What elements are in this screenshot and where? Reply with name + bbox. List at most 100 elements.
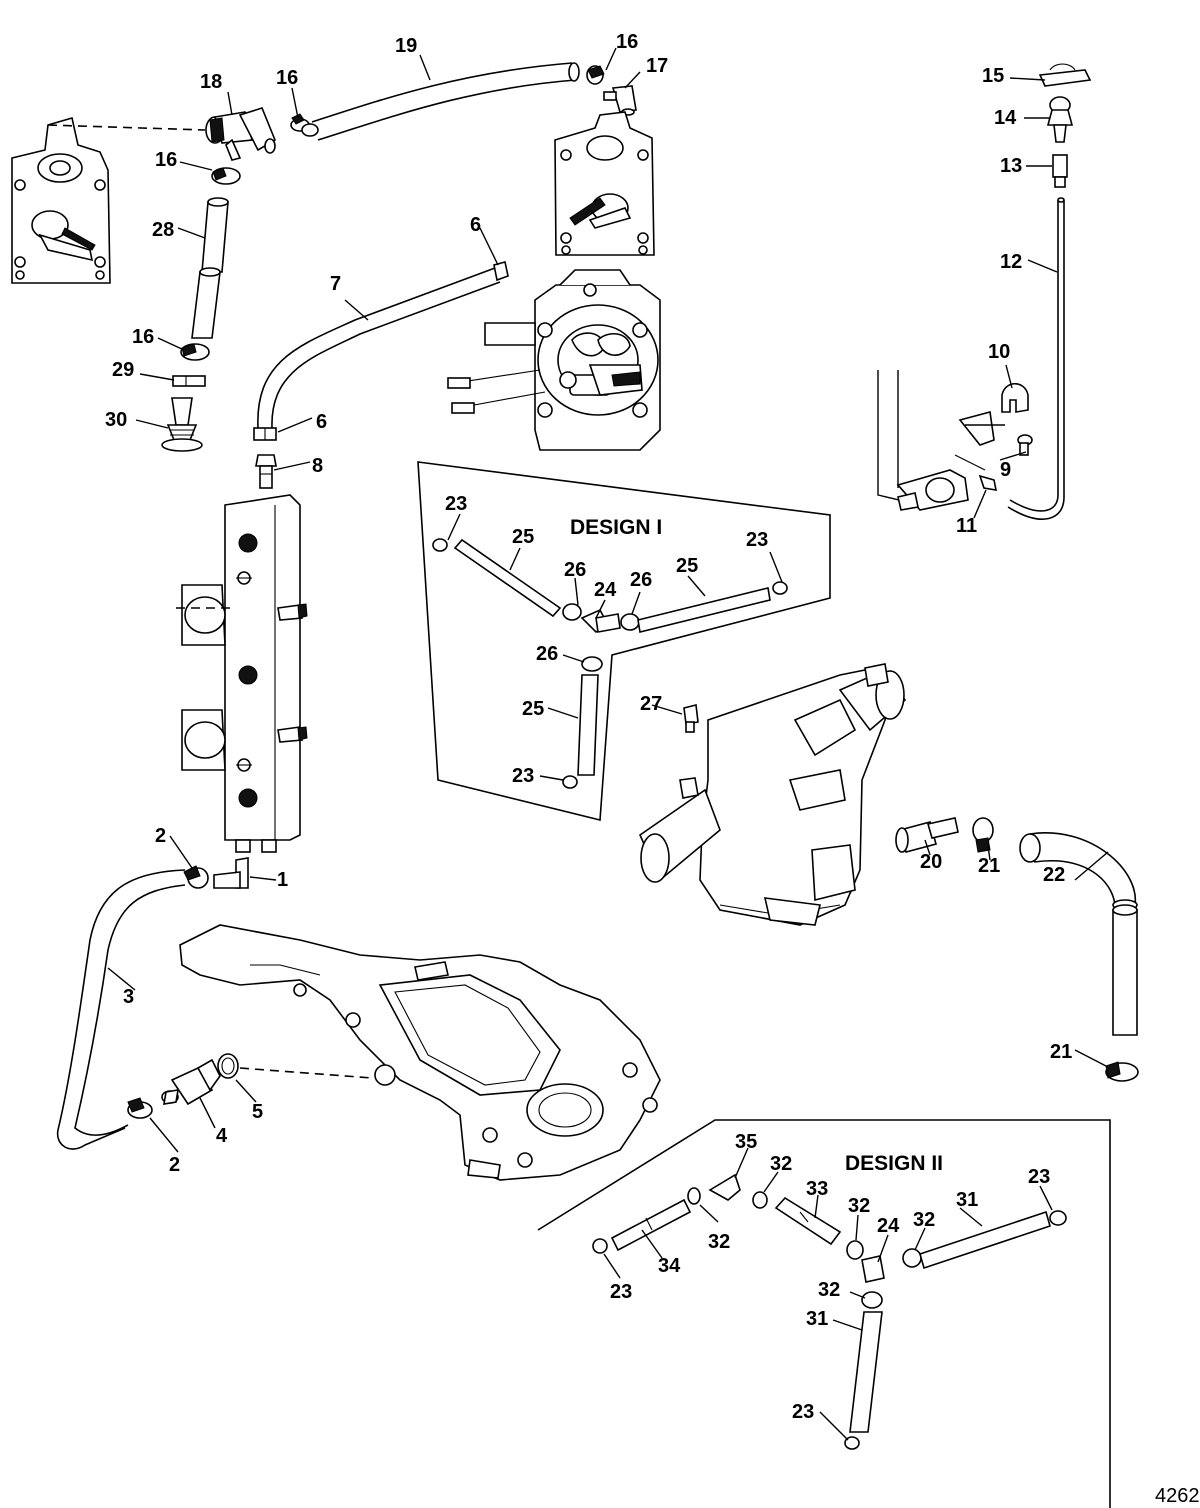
callout-10: 10 (988, 341, 1010, 363)
callout-6: 6 (316, 411, 327, 433)
elbow-fitting-1 (213, 857, 249, 889)
hose-clamp-21-bottom (1105, 1061, 1139, 1082)
hose-clamp-2-top (183, 865, 209, 889)
fitting-17 (603, 85, 637, 116)
callout-5: 5 (252, 1101, 263, 1123)
fitting-13 (1052, 154, 1068, 188)
callout-33: 33 (806, 1178, 828, 1200)
vapor-separator-bracket (877, 370, 1005, 511)
callout-7: 7 (330, 273, 341, 295)
cylinder-head-plate-right (554, 111, 655, 256)
callout-20: 20 (920, 851, 942, 873)
figure-id: 4262 (1155, 1485, 1200, 1507)
fitting-8 (255, 454, 277, 489)
fuel-rail-assembly (176, 494, 308, 853)
callout-3: 3 (123, 986, 134, 1008)
sensor-4 (161, 1058, 221, 1106)
adapter-plate (179, 924, 661, 1181)
callout-2: 2 (155, 825, 166, 847)
hose-clamp-16-c (211, 167, 241, 185)
o-ring-5 (217, 1053, 239, 1079)
callout-13: 13 (1000, 155, 1022, 177)
callout-30: 30 (105, 409, 127, 431)
design-2-label: DESIGN II (845, 1152, 943, 1175)
callout-16: 16 (276, 67, 298, 89)
callout-27: 27 (640, 693, 662, 715)
cylinder-head-plate-left (11, 116, 111, 284)
callout-21: 21 (1050, 1041, 1072, 1063)
callout-14: 14 (994, 107, 1017, 129)
callout-31: 31 (806, 1308, 828, 1330)
callout-18: 18 (200, 71, 222, 93)
callout-21: 21 (978, 855, 1000, 877)
callout-23: 23 (610, 1281, 632, 1303)
callout-4: 4 (216, 1125, 228, 1147)
callout-8: 8 (312, 455, 323, 477)
callout-23: 23 (1028, 1166, 1050, 1188)
design-2-frame (537, 1119, 1111, 1508)
callout-1: 1 (277, 869, 288, 891)
callout-26: 26 (536, 643, 558, 665)
fitting-6-bottom (253, 427, 277, 441)
fitting-27 (683, 704, 699, 733)
callout-11: 11 (956, 515, 977, 537)
design-1-frame (417, 461, 831, 822)
callout-32: 32 (708, 1231, 730, 1253)
callout-24: 24 (877, 1215, 900, 1237)
fitting-30 (161, 397, 203, 452)
callout-25: 25 (512, 526, 534, 548)
fitting-11 (978, 474, 998, 491)
callout-34: 34 (658, 1255, 681, 1277)
callout-16: 16 (132, 326, 154, 348)
clip-15 (1038, 63, 1092, 87)
hose-clamp-16-d (180, 343, 210, 361)
elbow-fitting-18 (205, 107, 277, 161)
leader-dashed-5 (239, 1067, 373, 1079)
callout-35: 35 (735, 1131, 757, 1153)
tube-12 (1007, 197, 1065, 520)
design-2-parts (592, 1173, 1067, 1450)
callout-16: 16 (155, 149, 177, 171)
callout-26: 26 (630, 569, 652, 591)
callout-31: 31 (956, 1189, 978, 1211)
callout-24: 24 (594, 579, 617, 601)
callout-12: 12 (1000, 251, 1022, 273)
callout-32: 32 (913, 1209, 935, 1231)
callout-2: 2 (169, 1154, 180, 1176)
fuel-filter-housing (638, 663, 907, 926)
screw-9 (1017, 434, 1033, 456)
callout-26: 26 (564, 559, 586, 581)
callout-29: 29 (112, 359, 134, 381)
callout-28: 28 (152, 219, 174, 241)
hose-7 (257, 267, 501, 429)
fuel-pump-assembly (447, 269, 661, 451)
callout-25: 25 (676, 555, 698, 577)
fitting-6-top (493, 261, 509, 282)
hose-28 (191, 197, 229, 339)
leader-dashed-18 (47, 124, 206, 131)
callout-15: 15 (982, 65, 1004, 87)
callout-16: 16 (616, 31, 638, 53)
callout-23: 23 (792, 1401, 814, 1423)
valve-14 (1046, 96, 1074, 143)
design-1-parts (432, 538, 788, 789)
callout-25: 25 (522, 698, 544, 720)
callout-6: 6 (470, 214, 481, 236)
callout-32: 32 (770, 1153, 792, 1175)
callout-23: 23 (445, 493, 467, 515)
hose-3 (56, 869, 186, 1150)
hose-19 (311, 62, 580, 141)
callout-32: 32 (848, 1195, 870, 1217)
hose-clamp-16-a (586, 65, 605, 85)
callout-numbers: 1 9 16 17 18 16 16 28 16 29 30 6 7 6 8 15… (105, 31, 1072, 1423)
hose-22 (1019, 832, 1138, 1036)
callout-9: 9 (1000, 459, 1011, 481)
clip-10 (1001, 382, 1029, 413)
hose-clamp-21-top (972, 817, 994, 853)
callout-17: 17 (646, 55, 668, 77)
callout-23: 23 (746, 529, 768, 551)
hose-clamp-2-bottom (127, 1097, 153, 1119)
callout-22: 22 (1043, 864, 1065, 886)
design-1-label: DESIGN I (570, 516, 662, 539)
